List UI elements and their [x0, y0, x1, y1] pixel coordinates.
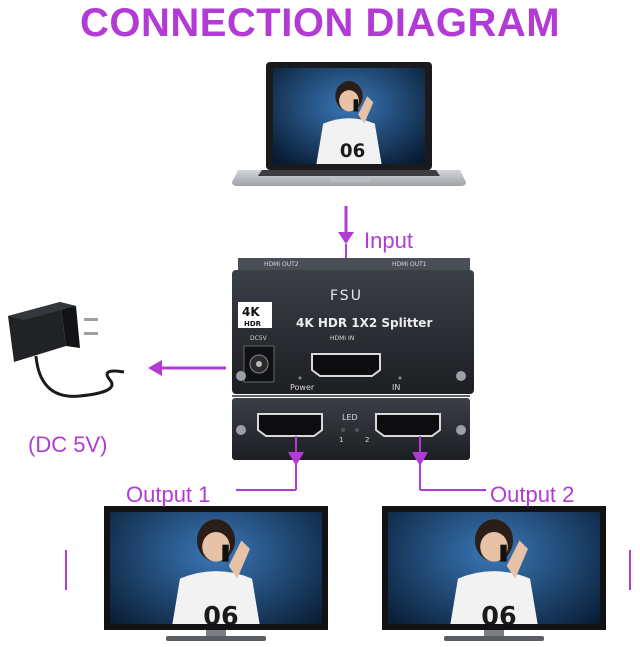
- hdmi-out2-port: [257, 413, 323, 437]
- hdmi-out2-top-label: HDMI OUT2: [264, 261, 299, 268]
- laptop-screen-image: [273, 68, 425, 164]
- splitter-device: HDMI OUT2 HDMI OUT1 FSU 4K HDR 4K HDR 1X…: [232, 258, 474, 460]
- model-name: 4K HDR 1X2 Splitter: [296, 316, 432, 330]
- diagram-title: CONNECTION DIAGRAM: [79, 1, 561, 45]
- laptop: [232, 62, 466, 186]
- brand-logo: FSU: [330, 288, 363, 304]
- dc-voltage-label: (DC 5V): [28, 432, 108, 457]
- input-label: Input: [364, 228, 413, 253]
- dc-port-label: DC5V: [250, 335, 268, 342]
- hdmi-out1-top-label: HDMI OUT1: [392, 261, 427, 268]
- badge-hdr: HDR: [244, 320, 262, 328]
- tv-output-2: [382, 506, 606, 641]
- hdmi-out1-port: [375, 413, 441, 437]
- tv-output-1: [104, 506, 328, 641]
- output1-arrow: [236, 436, 304, 491]
- tv2-screen-image: [388, 512, 600, 624]
- tv1-screen-image: [110, 512, 322, 624]
- power-label: Power: [290, 383, 315, 392]
- led-2-label: 2: [365, 436, 369, 444]
- power-arrow: [148, 360, 226, 376]
- led-1-label: 1: [339, 436, 343, 444]
- tv2-stand: [444, 636, 544, 641]
- power-adapter: [8, 302, 125, 398]
- 4k-hdr-badge: [238, 302, 272, 328]
- led-label: LED: [342, 413, 358, 422]
- output2-arrow: [412, 436, 486, 491]
- hdmi-in-port-label: HDMI IN: [330, 335, 354, 342]
- hdmi-in-port: [311, 353, 381, 377]
- in-label: IN: [392, 383, 400, 392]
- output-2-label: Output 2: [490, 482, 575, 507]
- badge-4k: 4K: [242, 305, 260, 319]
- splitter-body: [232, 270, 474, 394]
- tv1-stand: [166, 636, 266, 641]
- output-1-label: Output 1: [126, 482, 211, 507]
